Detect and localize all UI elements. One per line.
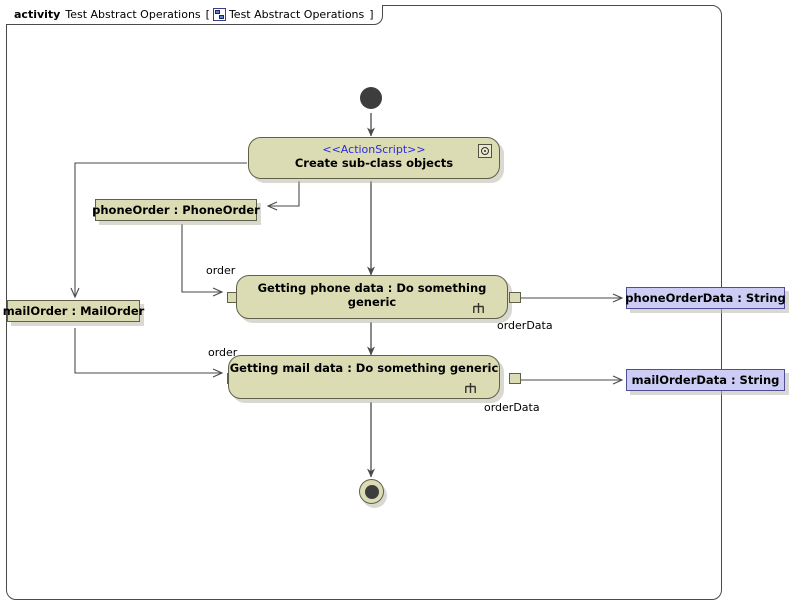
activity-diagram-icon xyxy=(212,8,226,21)
order-label-phone: order xyxy=(206,264,236,277)
frame-diagram-name: Test Abstract Operations xyxy=(228,8,365,21)
getting-mail-output-pin[interactable] xyxy=(509,373,521,384)
getting-phone-action-label: Getting phone data : Do something generi… xyxy=(257,281,487,309)
phone-order-object-node[interactable]: phoneOrder : PhoneOrder xyxy=(92,199,260,221)
initial-node[interactable] xyxy=(360,87,382,109)
activity-final-node[interactable] xyxy=(359,479,384,504)
mail-order-object-node[interactable]: mailOrder : MailOrder xyxy=(3,300,144,322)
getting-phone-data-action[interactable]: Getting phone data : Do something generi… xyxy=(236,275,508,319)
order-data-label-mail: orderData xyxy=(484,401,540,414)
frame-bracket-open: [ xyxy=(205,8,210,21)
frame-title: Test Abstract Operations xyxy=(65,8,201,21)
create-sub-class-objects-action[interactable]: <<ActionScript>> Create sub-class object… xyxy=(248,137,500,179)
frame-keyword: activity xyxy=(14,8,61,21)
getting-mail-data-action[interactable]: Getting mail data : Do something generic xyxy=(228,355,500,399)
rake-icon xyxy=(473,303,484,313)
rake-icon xyxy=(465,383,476,393)
order-data-label-phone: orderData xyxy=(497,319,553,332)
getting-mail-action-label: Getting mail data : Do something generic xyxy=(229,361,499,375)
phone-order-data-object-node[interactable]: phoneOrderData : String xyxy=(625,287,786,309)
frame-bracket-close: ] xyxy=(369,8,374,21)
order-label-mail: order xyxy=(208,346,238,359)
final-node-inner xyxy=(364,484,379,499)
mail-order-data-object-node[interactable]: mailOrderData : String xyxy=(626,369,785,391)
diagram-frame-header: activity Test Abstract Operations [ Test… xyxy=(6,5,383,25)
create-action-label: Create sub-class objects xyxy=(294,156,454,170)
getting-phone-output-pin[interactable] xyxy=(509,292,521,303)
action-script-icon[interactable] xyxy=(478,144,492,158)
create-action-stereotype: <<ActionScript>> xyxy=(322,143,426,156)
